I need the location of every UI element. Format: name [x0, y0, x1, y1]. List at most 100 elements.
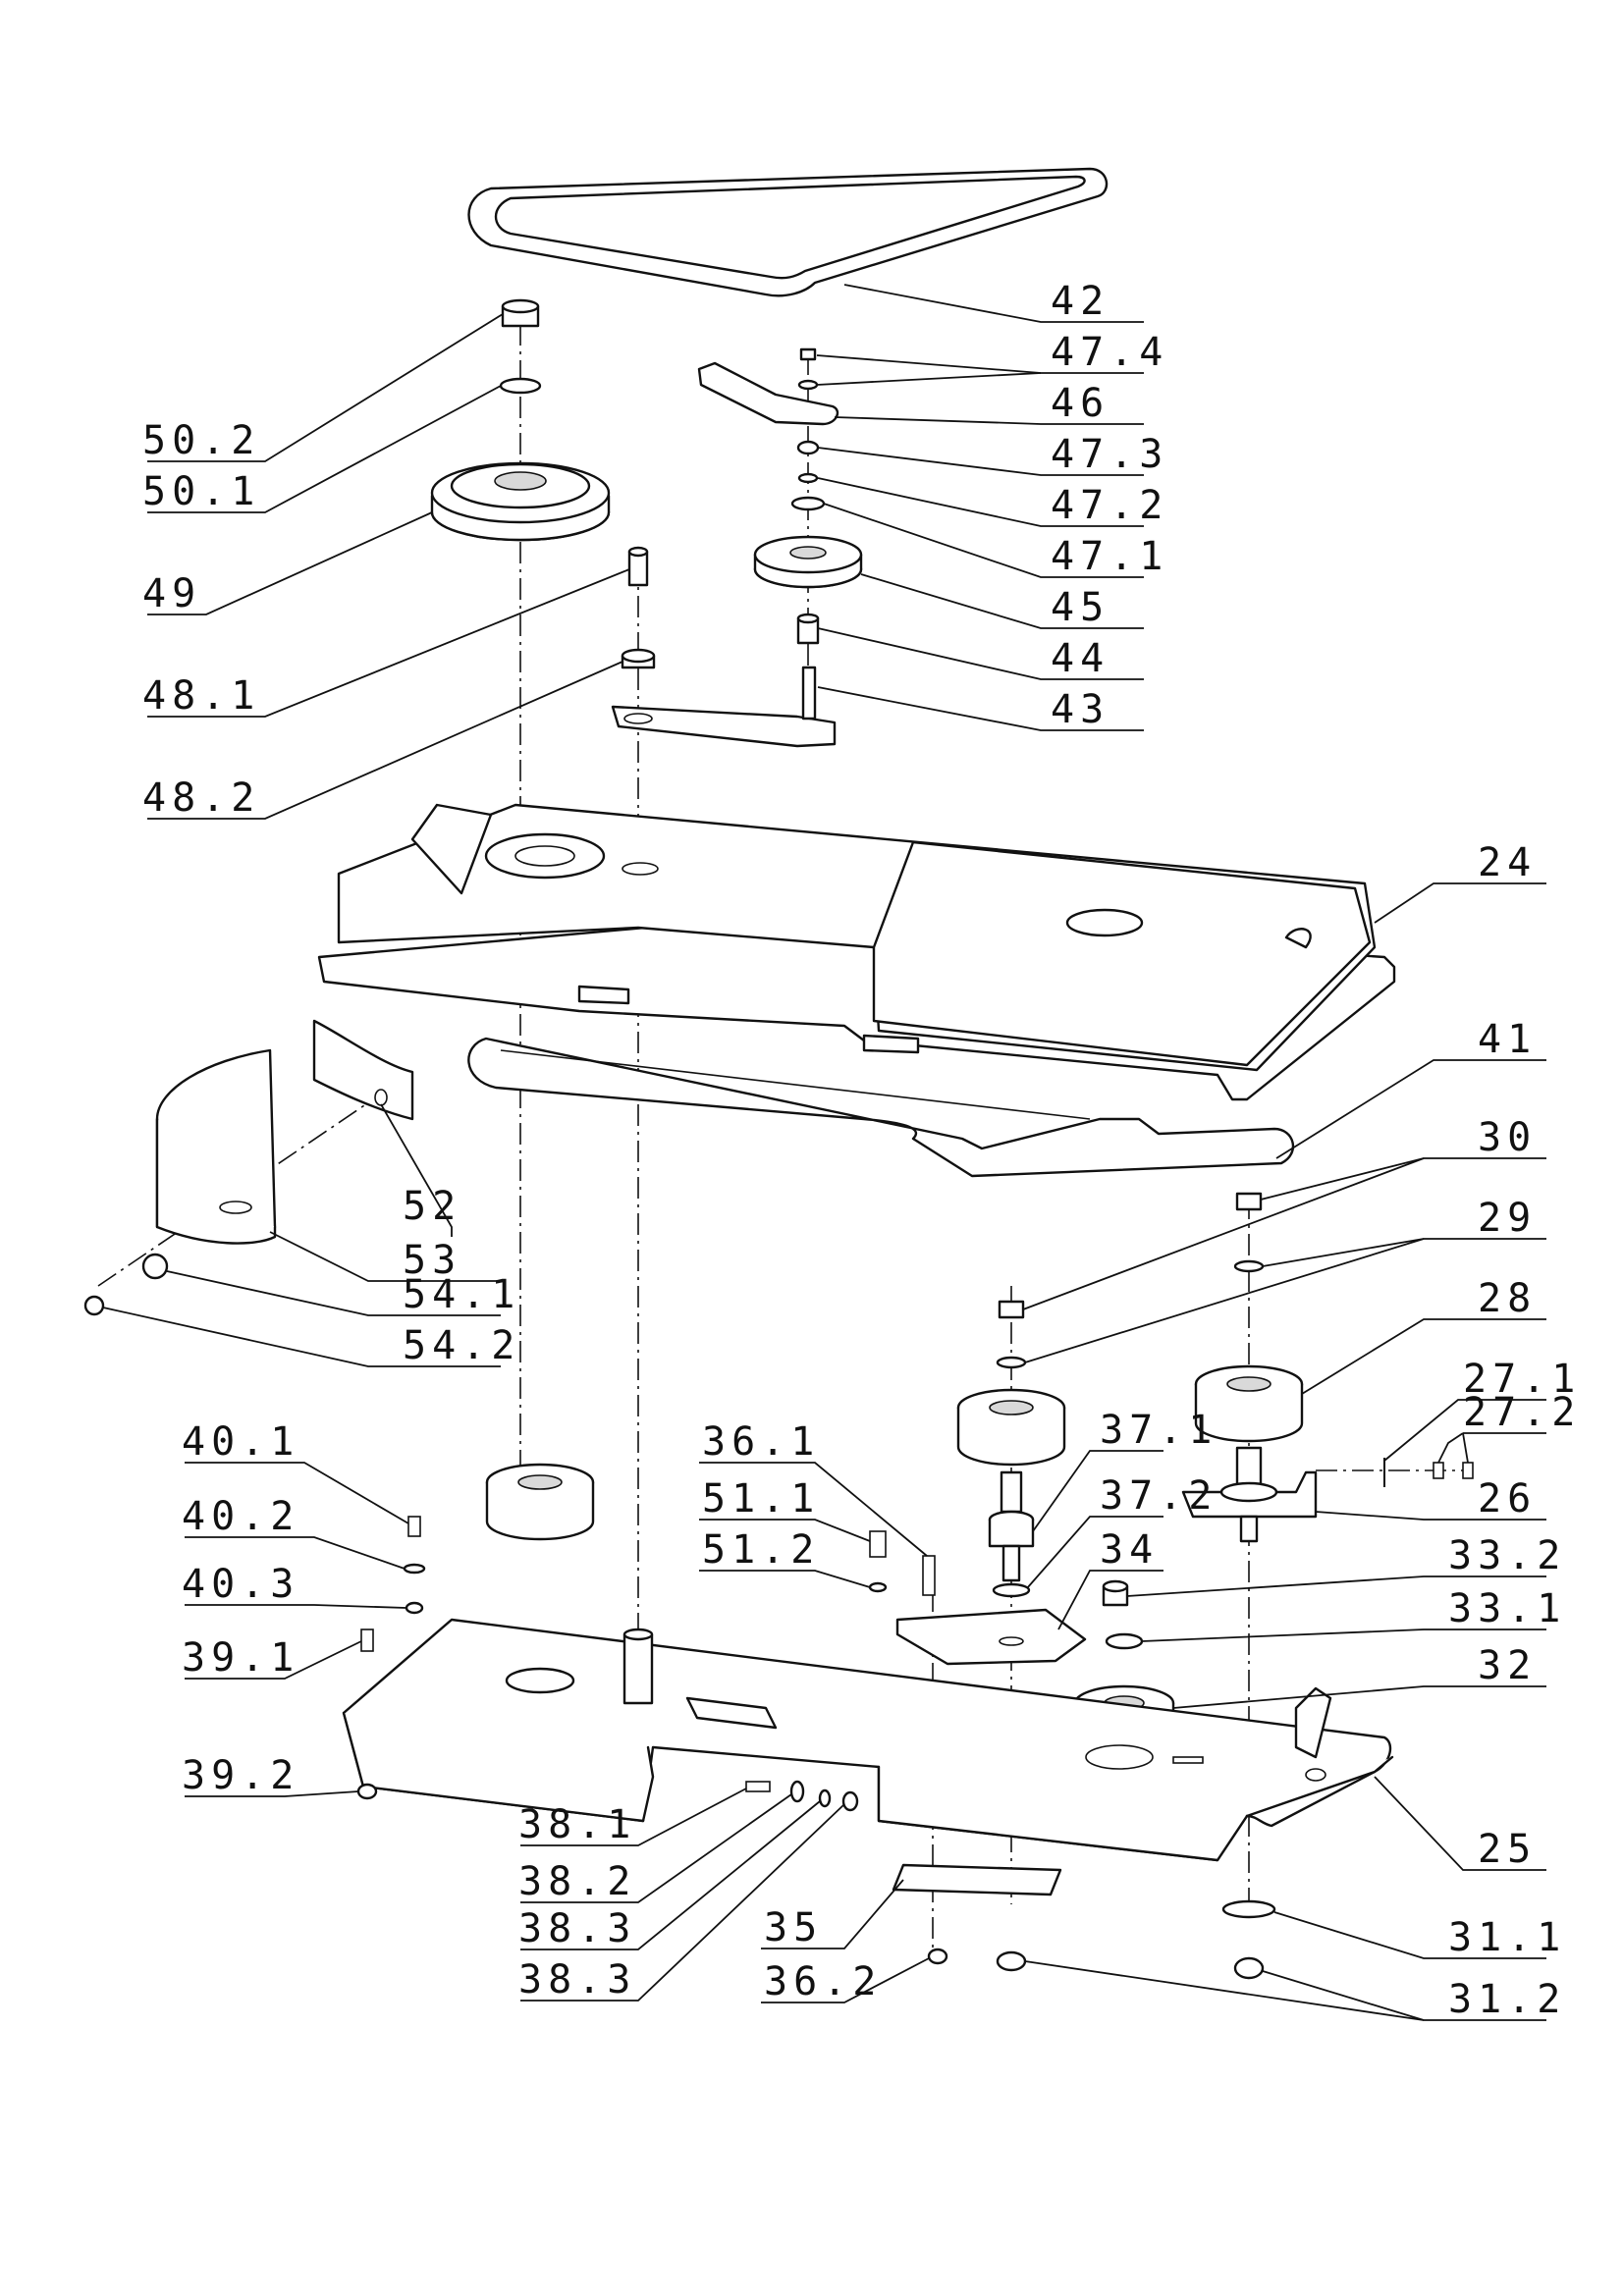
washer-50-1	[499, 377, 542, 395]
nut-47-4	[799, 347, 817, 361]
callout-47-3: 47.3	[1051, 432, 1168, 477]
leader-lines	[102, 284, 1546, 2021]
callout-53: 53	[403, 1238, 461, 1283]
washer-29-right	[1233, 1259, 1265, 1273]
washer-38-2	[789, 1780, 805, 1803]
bolt-39-1	[360, 1629, 374, 1652]
callout-41: 41	[1478, 1017, 1537, 1062]
bolt-51-1	[869, 1530, 887, 1558]
callout-33-1: 33.1	[1448, 1586, 1566, 1631]
callout-32: 32	[1478, 1643, 1537, 1688]
callout-46: 46	[1051, 381, 1109, 426]
callout-50-2: 50.2	[142, 418, 260, 463]
callout-54-1: 54.1	[403, 1272, 520, 1317]
cover-24	[317, 803, 1396, 1101]
washer-33-1	[1105, 1632, 1144, 1650]
callout-47-1: 47.1	[1051, 534, 1168, 579]
shaft-37-1	[988, 1470, 1035, 1582]
bolt-38-1	[745, 1781, 771, 1792]
washer-40-2	[403, 1563, 426, 1575]
nut-54-2	[83, 1295, 105, 1316]
belt-41	[467, 1037, 1295, 1178]
callout-44: 44	[1051, 636, 1109, 681]
callout-40-2: 40.2	[182, 1494, 299, 1539]
washer-47-2	[797, 472, 819, 484]
callout-54-2: 54.2	[403, 1323, 520, 1368]
spacer-44	[796, 613, 820, 645]
callout-26: 26	[1478, 1476, 1537, 1522]
callout-40-1: 40.1	[182, 1419, 299, 1465]
callout-45: 45	[1051, 585, 1109, 630]
callout-38-3-a: 38.3	[518, 1906, 636, 1951]
callout-47-2: 47.2	[1051, 483, 1168, 528]
callout-42: 42	[1051, 279, 1109, 324]
callout-43: 43	[1051, 687, 1109, 732]
callout-39-1: 39.1	[182, 1635, 299, 1681]
callout-51-2: 51.2	[702, 1527, 820, 1573]
pulley-45	[753, 535, 863, 589]
callout-38-3-b: 38.3	[518, 1957, 636, 2002]
callout-48-1: 48.1	[142, 673, 260, 719]
guard-53	[155, 1048, 277, 1245]
callout-24: 24	[1478, 840, 1537, 885]
callout-33-2: 33.2	[1448, 1533, 1566, 1578]
nut-39-2	[356, 1783, 378, 1800]
nut-47-3	[796, 440, 820, 455]
bolt-48-1	[627, 546, 649, 587]
callout-38-1: 38.1	[518, 1802, 636, 1847]
callout-28: 28	[1478, 1276, 1537, 1321]
callout-37-1: 37.1	[1100, 1408, 1217, 1453]
strip-52	[312, 1019, 414, 1121]
callout-36-2: 36.2	[764, 1959, 882, 2004]
callout-25: 25	[1478, 1827, 1537, 1872]
callout-38-2: 38.2	[518, 1859, 636, 1904]
plate-35	[892, 1863, 1062, 1896]
nut-33-2	[1102, 1579, 1129, 1607]
nut-38-3	[841, 1790, 859, 1812]
nut-36-2	[927, 1948, 948, 1965]
callout-37-2: 37.2	[1100, 1473, 1217, 1519]
washer-47-1	[790, 496, 826, 511]
sprocket-28	[1194, 1364, 1304, 1443]
washer-29-left	[996, 1356, 1027, 1369]
washer-37-2	[992, 1582, 1031, 1598]
callout-34: 34	[1100, 1527, 1159, 1573]
callout-labels: 42 47.4 46 47.3 47.2 47.1 45 44 43 50.2 …	[142, 279, 1581, 2022]
nut-30-right	[1235, 1192, 1263, 1211]
base-25	[342, 1618, 1394, 1862]
callout-40-3: 40.3	[182, 1562, 299, 1607]
callout-39-2: 39.2	[182, 1753, 299, 1798]
sprocket-37-top	[956, 1388, 1066, 1467]
nut-30-left	[998, 1300, 1025, 1319]
sprocket-base-left	[485, 1463, 595, 1541]
washer-54-1	[141, 1253, 169, 1280]
nut-40-3	[405, 1601, 424, 1615]
nut-31-2-right	[1233, 1956, 1265, 1980]
callout-31-2: 31.2	[1448, 1977, 1566, 2022]
v-belt-42	[467, 167, 1109, 297]
callout-36-1: 36.1	[702, 1419, 820, 1465]
callout-30: 30	[1478, 1115, 1537, 1160]
plate-34	[895, 1608, 1087, 1666]
arm-46	[697, 361, 839, 426]
pulley-49	[430, 461, 611, 542]
callout-27-2: 27.2	[1463, 1390, 1581, 1435]
callout-51-1: 51.1	[702, 1476, 820, 1522]
bolt-40-1	[407, 1516, 421, 1537]
spacer-48-2	[621, 648, 656, 669]
callout-52: 52	[403, 1184, 461, 1229]
callout-35: 35	[764, 1905, 823, 1950]
callout-31-1: 31.1	[1448, 1915, 1566, 1960]
callout-47-4: 47.4	[1051, 330, 1168, 375]
washer-47-4	[797, 379, 819, 391]
washer-31-1	[1221, 1899, 1276, 1919]
callout-50-1: 50.1	[142, 469, 260, 514]
callout-49: 49	[142, 571, 201, 616]
bracket-26	[1181, 1446, 1318, 1543]
callout-27-1: 27.1	[1463, 1357, 1581, 1402]
bolt-36-1	[922, 1555, 936, 1596]
nut-50-2	[501, 298, 540, 328]
washer-38-3	[818, 1789, 832, 1808]
washer-51-2	[868, 1581, 888, 1593]
